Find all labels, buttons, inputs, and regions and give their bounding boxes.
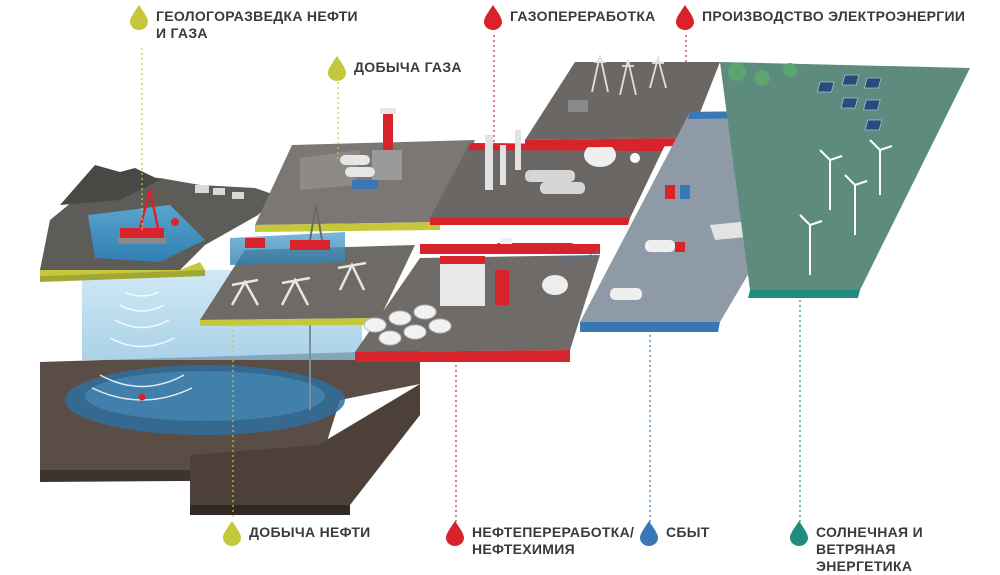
label-gas-processing-text: ГАЗОПЕРЕРАБОТКА — [510, 8, 656, 24]
label-exploration-line1: ГЕОЛОГОРАЗВЕДКА НЕФТИ — [156, 8, 358, 24]
drop-icon — [790, 521, 808, 546]
power-platform — [525, 54, 720, 148]
label-sales-text: СБЫТ — [666, 524, 710, 540]
refinery-building — [440, 256, 509, 306]
label-gas-production-text: ДОБЫЧА ГАЗА — [354, 59, 462, 75]
oil-production-platform — [200, 204, 415, 326]
oil-rig-icon — [245, 204, 330, 250]
solar-panel-icon — [816, 74, 883, 131]
tanker-truck-icon — [610, 240, 685, 300]
drop-icon — [484, 5, 502, 30]
drop-icon — [446, 521, 464, 546]
label-renewables-line1: СОЛНЕЧНАЯ И ВЕТРЯНАЯ — [816, 524, 923, 557]
label-oil-production-text: ДОБЫЧА НЕФТИ — [249, 524, 371, 540]
gas-tanks — [340, 155, 378, 189]
pumpjack-icon — [230, 261, 367, 306]
label-oil-production: ДОБЫЧА НЕФТИ — [221, 520, 371, 546]
refining-platform — [355, 238, 600, 362]
gas-tank-sphere — [584, 143, 616, 167]
label-power-generation: ПРОИЗВОДСТВО ЭЛЕКТРОЭНЕРГИИ — [674, 4, 965, 30]
drop-icon — [640, 521, 658, 546]
gas-rig-icon — [372, 108, 402, 180]
label-power-generation-text: ПРОИЗВОДСТВО ЭЛЕКТРОЭНЕРГИИ — [702, 8, 966, 24]
label-refining-line1: НЕФТЕПЕРЕРАБОТКА/ — [472, 524, 635, 540]
value-chain-diagram — [40, 35, 970, 522]
tree-group — [728, 63, 797, 86]
label-refining-line2: НЕФТЕХИМИЯ — [472, 541, 575, 557]
processing-columns — [485, 130, 521, 190]
drop-icon — [223, 521, 241, 546]
gas-production-platform — [255, 108, 475, 232]
power-pylon-icon — [591, 54, 667, 96]
leader-lines — [141, 35, 801, 522]
label-refining: НЕФТЕПЕРЕРАБОТКА/НЕФТЕХИМИЯ — [444, 520, 634, 558]
wind-turbine-icon — [799, 139, 893, 275]
label-sales: СБЫТ — [638, 520, 710, 546]
offshore-rig-icon — [118, 189, 166, 244]
label-gas-production: ДОБЫЧА ГАЗА — [326, 55, 462, 81]
drop-icon — [130, 5, 148, 30]
tank-icon — [363, 304, 452, 346]
target-point — [138, 393, 146, 401]
tanker-ship-icon — [495, 238, 575, 251]
drop-icon — [328, 56, 346, 81]
label-exploration-line2: И ГАЗА — [156, 25, 208, 41]
exploration-platform — [40, 165, 278, 282]
connector-pipes — [420, 246, 601, 260]
label-renewables-line2: ЭНЕРГЕТИКА — [816, 558, 913, 574]
drop-icon — [676, 5, 694, 30]
label-gas-processing: ГАЗОПЕРЕРАБОТКА — [482, 4, 656, 30]
survey-trucks — [195, 185, 244, 199]
renewables-platform — [720, 62, 970, 298]
